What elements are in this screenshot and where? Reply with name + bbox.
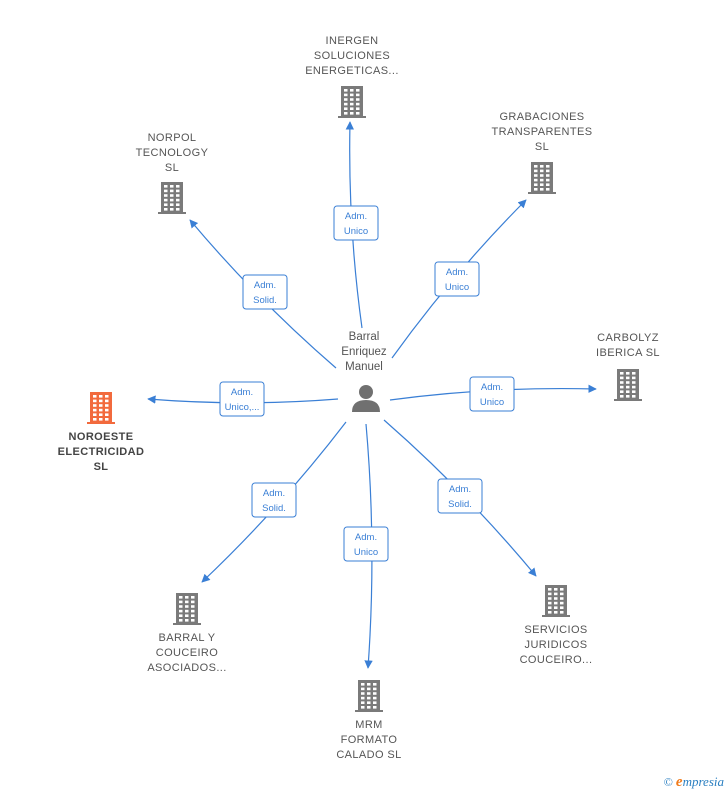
- role-text-line: Unico,...: [225, 402, 260, 413]
- nodes-layer: INERGEN SOLUCIONES ENERGETICAS... GRABACION…: [58, 35, 660, 761]
- building-icon: [614, 369, 642, 401]
- company-node-inergen[interactable]: INERGEN SOLUCIONES ENERGETICAS...: [305, 35, 399, 118]
- brand-name: mpresia: [682, 774, 724, 789]
- role-badge[interactable]: Adm. Solid.: [437, 478, 483, 514]
- role-badge[interactable]: Adm. Unico: [343, 526, 389, 562]
- company-label-line: INERGEN: [326, 35, 379, 47]
- company-label-line: BARRAL Y: [158, 632, 215, 644]
- company-label-line: MRM: [355, 719, 382, 731]
- company-label-line: CARBOLYZ: [597, 332, 659, 344]
- company-label-line: SL: [535, 141, 549, 153]
- company-label-line: NOROESTE: [69, 431, 134, 443]
- brand-footer[interactable]: ©empresia: [664, 774, 724, 791]
- company-label-line: SL: [165, 162, 179, 174]
- company-label-line: FORMATO: [341, 734, 398, 746]
- building-icon: [542, 585, 570, 617]
- company-node-servicios[interactable]: SERVICIOS JURIDICOS COUCEIRO...: [520, 585, 593, 666]
- company-node-barral-couceiro[interactable]: BARRAL Y COUCEIRO ASOCIADOS...: [147, 593, 226, 674]
- company-node-norpol[interactable]: NORPOL TECNOLOGY SL: [136, 132, 209, 214]
- company-label-line: CALADO SL: [336, 749, 401, 761]
- building-icon: [173, 593, 201, 625]
- role-badge[interactable]: Adm. Solid.: [242, 274, 288, 310]
- building-icon: [338, 86, 366, 118]
- company-label-line: ASOCIADOS...: [147, 662, 226, 674]
- role-text-line: Adm.: [263, 488, 285, 499]
- role-text-line: Solid.: [253, 295, 277, 306]
- role-text-line: Adm.: [345, 211, 367, 222]
- role-badge[interactable]: Adm. Unico,...: [219, 381, 265, 417]
- company-label-line: SERVICIOS: [524, 624, 587, 636]
- company-label-line: COUCEIRO: [156, 647, 219, 659]
- company-label-line: TRANSPARENTES: [492, 126, 593, 138]
- role-badge[interactable]: Adm. Solid.: [251, 482, 297, 518]
- role-text-line: Unico: [480, 397, 504, 408]
- company-node-noroeste[interactable]: NOROESTE ELECTRICIDAD SL: [58, 392, 145, 473]
- person-name-line-2: Enriquez: [341, 346, 387, 358]
- building-icon: [87, 392, 115, 424]
- building-icon: [158, 182, 186, 214]
- role-text-line: Unico: [445, 282, 469, 293]
- company-label-line: GRABACIONES: [499, 111, 584, 123]
- company-label-line: TECNOLOGY: [136, 147, 209, 159]
- person-name-line-3: Manuel: [345, 361, 383, 373]
- company-label-line: COUCEIRO...: [520, 654, 593, 666]
- role-badge[interactable]: Adm. Unico: [469, 376, 515, 412]
- building-icon: [355, 680, 383, 712]
- company-label-line: JURIDICOS: [525, 639, 588, 651]
- company-node-grabaciones[interactable]: GRABACIONES TRANSPARENTES SL: [492, 111, 593, 194]
- center-person-node[interactable]: Barral Enriquez Manuel: [341, 331, 387, 412]
- company-label-line: IBERICA SL: [596, 347, 660, 359]
- role-text-line: Solid.: [262, 503, 286, 514]
- role-badge[interactable]: Adm. Unico: [434, 261, 480, 297]
- role-text-line: Unico: [344, 226, 368, 237]
- role-text-line: Adm.: [254, 280, 276, 291]
- role-text-line: Adm.: [481, 382, 503, 393]
- company-node-mrm[interactable]: MRM FORMATO CALADO SL: [336, 680, 401, 761]
- company-node-carbolyz[interactable]: CARBOLYZ IBERICA SL: [596, 332, 660, 401]
- copyright-icon: ©: [663, 775, 673, 789]
- company-label-line: SOLUCIONES: [314, 50, 390, 62]
- role-text-line: Unico: [354, 547, 378, 558]
- role-text-line: Adm.: [231, 387, 253, 398]
- company-label-line: ELECTRICIDAD: [58, 446, 145, 458]
- person-icon: [352, 385, 380, 412]
- role-badge[interactable]: Adm. Unico: [333, 205, 379, 241]
- role-text-line: Solid.: [448, 499, 472, 510]
- building-icon: [528, 162, 556, 194]
- role-text-line: Adm.: [449, 484, 471, 495]
- role-text-line: Adm.: [446, 267, 468, 278]
- roles-layer: Adm.UnicoAdm.UnicoAdm.Solid.Adm.UnicoAdm…: [219, 205, 515, 562]
- role-text-line: Adm.: [355, 532, 377, 543]
- company-label-line: SL: [94, 461, 109, 473]
- company-label-line: NORPOL: [148, 132, 197, 144]
- brand-initial: e: [675, 774, 683, 790]
- person-name-line-1: Barral: [349, 331, 380, 343]
- company-label-line: ENERGETICAS...: [305, 65, 399, 77]
